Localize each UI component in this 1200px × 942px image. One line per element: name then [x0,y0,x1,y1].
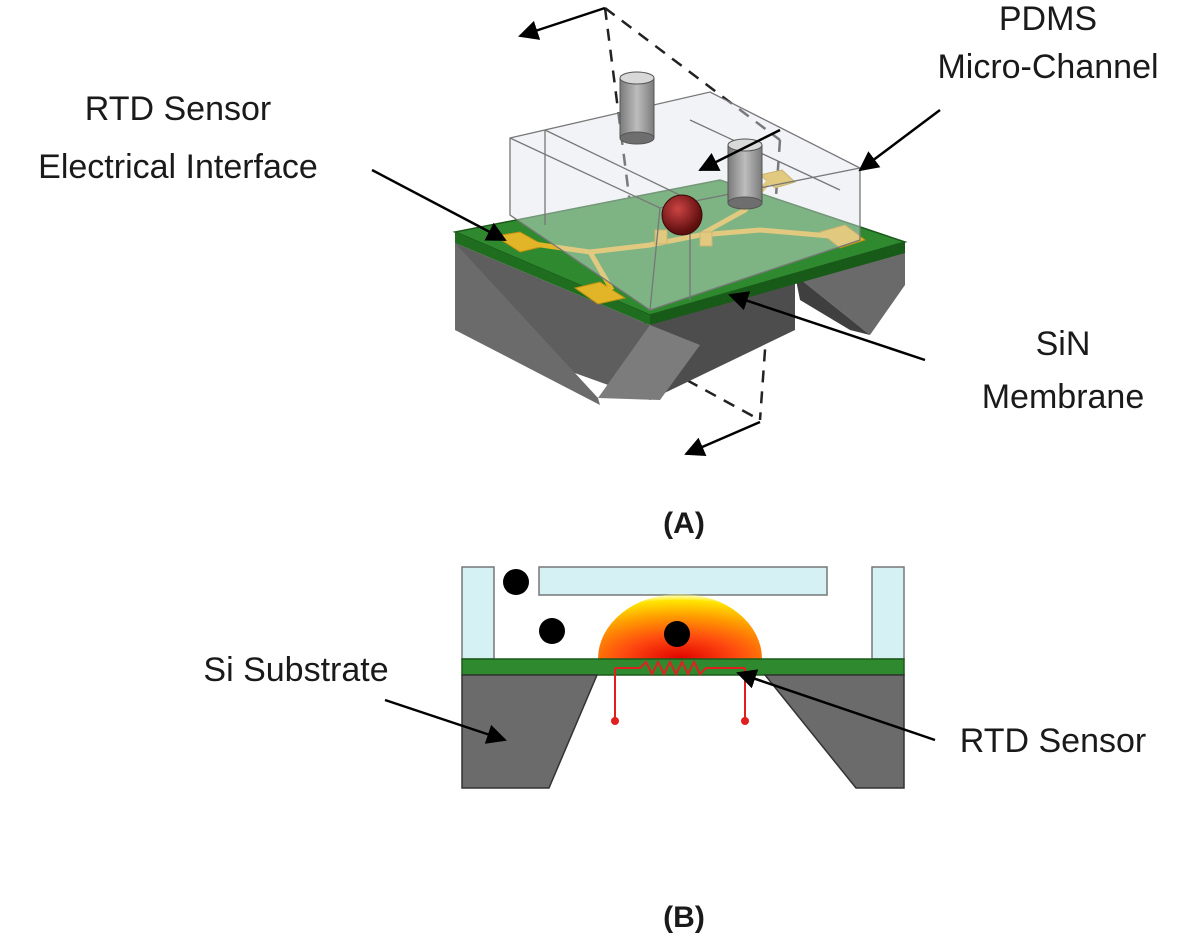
si-substrate-left [461,674,599,789]
rtd-interface-label-line2: Electrical Interface [38,148,318,186]
outlet-tube-icon [727,138,763,210]
arrow-icon [736,669,936,742]
label-arrows-a [371,109,941,362]
pdms-left-wall [461,566,495,660]
pdms-label-line2: Micro-Channel [937,48,1158,86]
si-substrate-3d [455,243,905,405]
particle-icon [539,618,565,644]
si-substrate-label: Si Substrate [203,651,388,689]
arrow-icon [371,168,507,242]
sin-label-line2: Membrane [982,378,1145,416]
label-arrows-b [384,669,936,744]
rtd-lead-left [611,717,619,725]
section-arrows [518,6,761,457]
arrow-icon [728,291,926,362]
arrow-icon [698,128,781,172]
sin-label-line1: SiN [1036,325,1091,363]
panel-a-illustration [371,6,941,457]
panel-a-caption: (A) [663,507,705,540]
panel-b-caption: (B) [663,901,705,934]
sin-membrane [461,658,905,676]
arrow-icon [384,698,507,744]
pdms-label-line1: PDMS [999,0,1097,38]
si-substrate-right [763,674,905,789]
particle-icon [664,621,690,647]
arrow-icon [518,6,606,40]
rtd-lead-right [741,717,749,725]
rtd-interface-label-line1: RTD Sensor [85,90,271,128]
arrow-icon [684,420,761,457]
panel-b-illustration [384,566,936,789]
inlet-tube-icon [619,71,655,145]
rtd-sensor-label: RTD Sensor [960,722,1146,760]
pdms-right-wall [871,566,905,660]
pdms-lid [538,566,828,596]
particle-icon [661,194,703,236]
arrow-icon [858,109,941,172]
particle-icon [503,569,529,595]
